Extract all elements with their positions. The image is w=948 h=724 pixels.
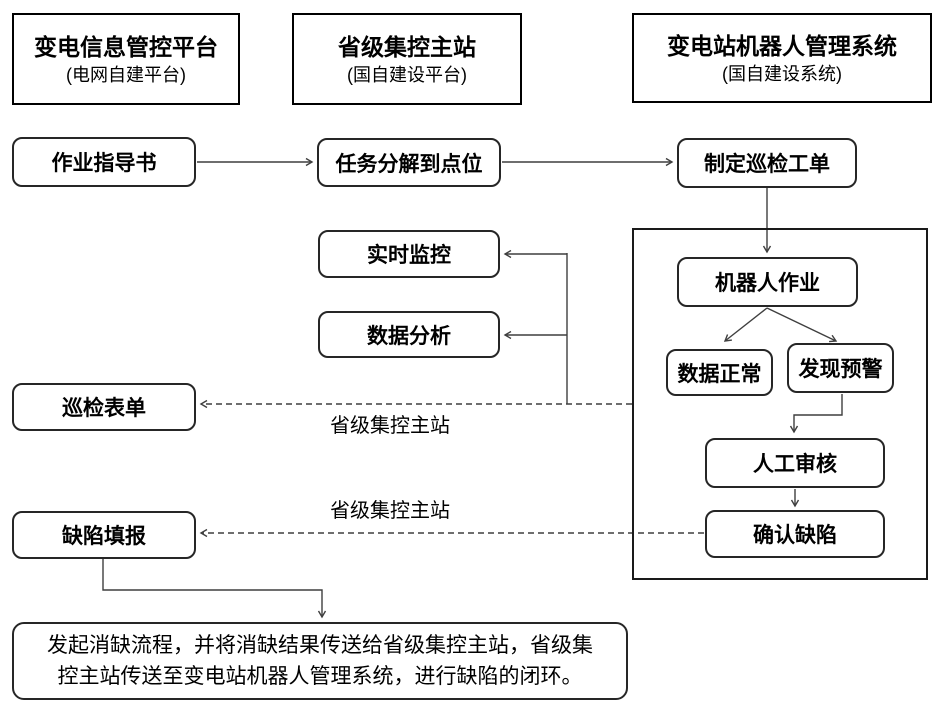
header-provincial-master-station: 省级集控主站 (国自建设平台) (292, 13, 522, 105)
node-data-normal: 数据正常 (666, 349, 773, 396)
header-substation-info-platform: 变电信息管控平台 (电网自建平台) (12, 13, 240, 105)
label-provincial-station-lower: 省级集控主站 (330, 500, 450, 522)
node-robot-work: 机器人作业 (677, 257, 858, 307)
header-title: 变电信息管控平台 (34, 33, 218, 60)
robot-system-container (632, 228, 928, 580)
node-inspection-form: 巡检表单 (12, 383, 196, 431)
node-work-guide: 作业指导书 (12, 137, 196, 187)
header-subtitle: (国自建设系统) (722, 63, 842, 84)
header-subtitle: (电网自建平台) (66, 64, 186, 85)
node-realtime-monitor: 实时监控 (318, 230, 500, 278)
arrow-robot-work-to-warning-found (766, 307, 838, 343)
bottom-note: 发起消缺流程，并将消缺结果传送给省级集控主站，省级集 控主站传送至变电站机器人管… (12, 622, 628, 700)
arrow-robot-work-to-data-normal (723, 307, 768, 342)
header-title: 省级集控主站 (338, 33, 476, 60)
node-create-order: 制定巡检工单 (677, 138, 857, 188)
node-data-analysis: 数据分析 (318, 311, 500, 358)
label-provincial-station-upper: 省级集控主站 (330, 415, 450, 437)
node-warning-found: 发现预警 (787, 343, 894, 393)
node-confirm-defect: 确认缺陷 (705, 510, 885, 558)
node-defect-report: 缺陷填报 (12, 511, 196, 559)
header-title: 变电站机器人管理系统 (667, 32, 897, 59)
node-task-decompose: 任务分解到点位 (317, 138, 501, 187)
header-robot-management-system: 变电站机器人管理系统 (国自建设系统) (632, 13, 932, 103)
node-manual-review: 人工审核 (705, 438, 885, 488)
header-subtitle: (国自建设平台) (347, 64, 467, 85)
arrow-warning-found-to-manual-review (789, 394, 843, 434)
arrow-defect-report-to-bottom-note (102, 559, 327, 619)
